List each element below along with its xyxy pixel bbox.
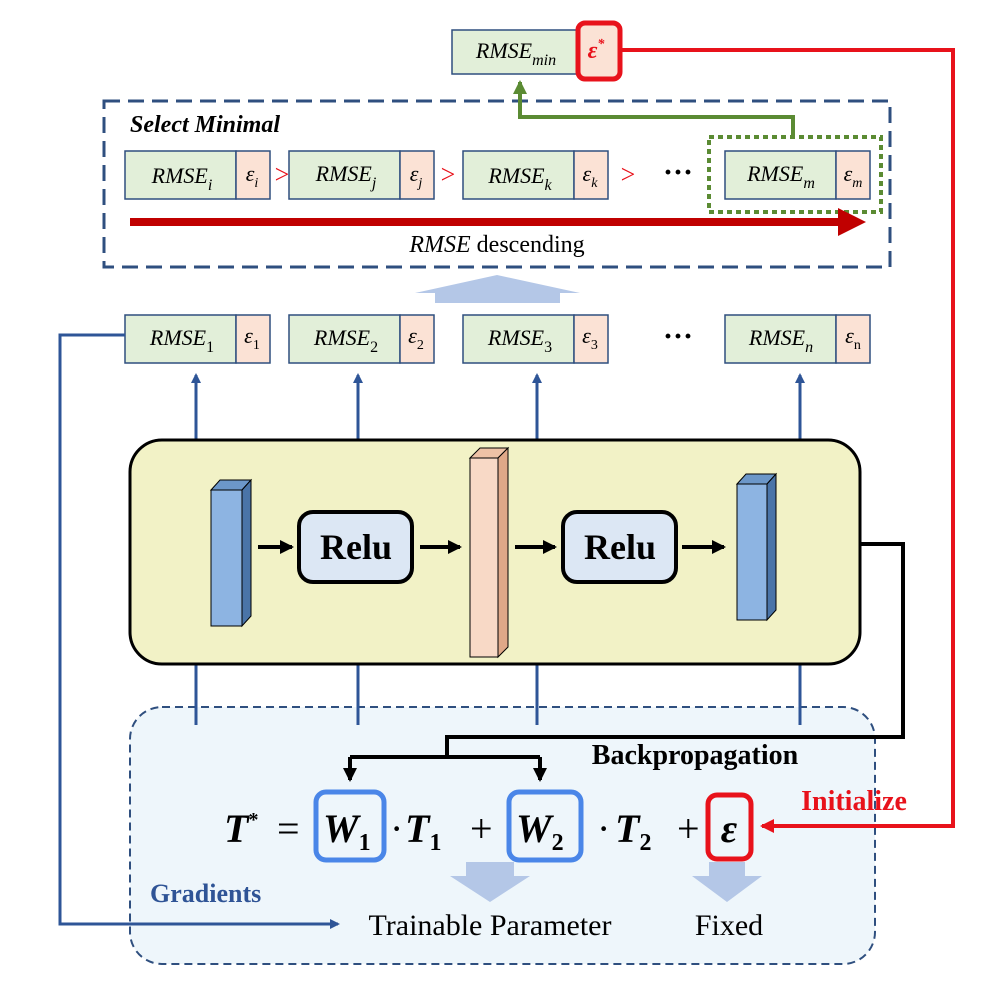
initialize-label: Initialize	[801, 786, 907, 817]
w1-highlight	[313, 789, 387, 863]
svg-text:RMSE3: RMSE3	[487, 325, 552, 356]
descending-label: RMSE descending	[408, 232, 584, 258]
select-arrow	[513, 80, 795, 137]
svg-text:T1: T1	[405, 806, 441, 856]
backpropagation-label: Backpropagation	[592, 740, 799, 771]
svg-text:εk: εk	[583, 161, 599, 191]
svg-text:Relu: Relu	[320, 527, 392, 567]
svg-text:=: =	[277, 806, 300, 851]
candidates-ellipsis: ···	[663, 320, 693, 353]
fixed-label: Fixed	[695, 909, 763, 942]
svg-text:ε3: ε3	[582, 323, 598, 353]
select-minimal-title: Select Minimal	[130, 112, 280, 138]
epsilon-highlight	[705, 792, 754, 862]
sorted-box-j: RMSEj εj	[288, 150, 435, 200]
svg-text:RMSEmin: RMSEmin	[475, 38, 556, 69]
svg-text:·: ·	[390, 806, 403, 851]
svg-text:εn: εn	[845, 323, 861, 353]
candidate-box-n: RMSEn εn	[724, 314, 871, 364]
svg-text:εm: εm	[844, 161, 863, 191]
svg-text:ε1: ε1	[244, 323, 260, 353]
svg-text:εj: εj	[410, 161, 423, 191]
svg-text:Relu: Relu	[584, 527, 656, 567]
trainable-label: Trainable Parameter	[369, 909, 612, 942]
fixed-down-arrow	[692, 862, 762, 902]
minimal-result-box: RMSEmin	[451, 29, 579, 75]
trainable-down-arrow	[450, 862, 530, 902]
comparator-2: >	[441, 160, 456, 189]
sorted-ellipsis: ···	[663, 156, 693, 189]
svg-text:·: ·	[597, 806, 610, 851]
output-tensor	[735, 472, 778, 622]
comparator-3: >	[621, 160, 636, 189]
svg-text:+: +	[677, 806, 700, 851]
hidden-tensor	[468, 446, 510, 659]
formula: T* = W1 · T1 + W2 · T2 + ε	[224, 789, 754, 863]
network-connectors	[191, 373, 805, 725]
svg-text:RMSEk: RMSEk	[487, 163, 552, 194]
formula-panel	[129, 706, 876, 965]
input-tensor	[209, 478, 253, 628]
sorted-box-i: RMSEi εi	[124, 150, 271, 200]
relu-2: Relu	[561, 510, 678, 584]
svg-text:RMSE2: RMSE2	[313, 325, 378, 356]
svg-text:RMSE1: RMSE1	[149, 325, 214, 356]
candidate-box-2: RMSE2 ε2	[288, 314, 435, 364]
initialize-path	[620, 48, 955, 833]
svg-text:RMSEn: RMSEn	[748, 325, 813, 356]
svg-text:RMSEm: RMSEm	[746, 161, 815, 192]
candidate-box-1: RMSE1 ε1	[124, 314, 271, 364]
gradients-label: Gradients	[150, 879, 261, 908]
svg-text:W1: W1	[323, 806, 371, 856]
sorted-box-m: RMSEm εm	[724, 150, 871, 200]
svg-text:εi: εi	[246, 161, 259, 191]
svg-text:T*: T*	[224, 806, 258, 851]
svg-text:ε: ε	[721, 806, 738, 851]
svg-text:W2: W2	[516, 806, 564, 856]
descending-arrowhead	[838, 208, 866, 236]
backprop-path	[445, 542, 905, 757]
relu-1: Relu	[297, 510, 414, 584]
svg-text:+: +	[470, 806, 493, 851]
svg-text:ε2: ε2	[408, 323, 424, 353]
svg-text:T2: T2	[615, 806, 651, 856]
sorted-box-k: RMSEk εk	[462, 150, 609, 200]
comparator-1: >	[275, 160, 290, 189]
gradients-path	[58, 333, 340, 929]
w2-highlight	[506, 789, 584, 863]
select-minimal-panel	[102, 99, 892, 269]
svg-text:RMSEj: RMSEj	[315, 161, 377, 192]
candidate-box-3: RMSE3 ε3	[462, 314, 609, 364]
epsilon-star: ε*	[588, 37, 606, 64]
svg-text:RMSEi: RMSEi	[151, 163, 213, 194]
aggregate-arrow	[415, 275, 580, 303]
